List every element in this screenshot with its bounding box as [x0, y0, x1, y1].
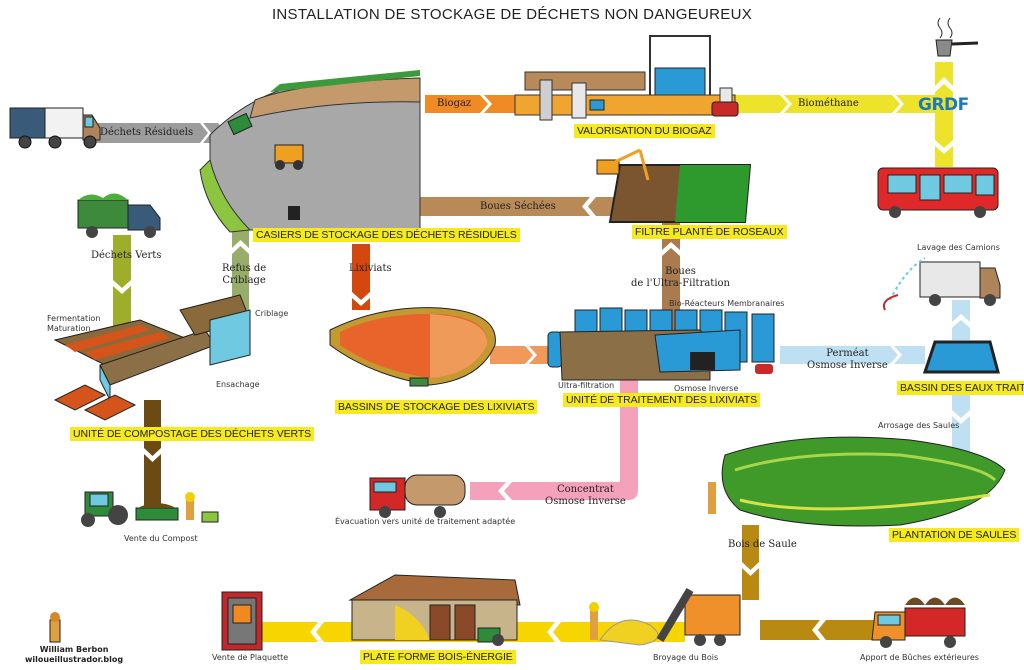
flow-boues-sechees: [420, 197, 620, 216]
note-vente-plaquette: Vente de Plaquette: [212, 653, 289, 662]
green-waste-truck-illustration: [77, 193, 161, 238]
flow-label-boues-sechees: Boues Séchées: [480, 201, 556, 212]
note-criblage: Criblage: [255, 309, 289, 318]
unit-label-casiers: CASIERS DE STOCKAGE DES DÉCHETS RÉSIDUEL…: [253, 228, 520, 242]
flow-lixiviats: [352, 244, 370, 310]
note-broyage-bois: Broyage du Bois: [653, 653, 719, 662]
flow-dechets-verts: [113, 235, 131, 335]
biogas-plant-illustration: [514, 35, 739, 121]
leachate-treatment-illustration: [547, 307, 775, 381]
note-fermentation: Fermentation Maturation: [47, 314, 101, 333]
flow-lixiviats-transfer: [490, 346, 552, 364]
flow-compost: [144, 400, 161, 510]
note-arrosage-saules: Arrosage des Saules: [878, 421, 960, 430]
bus-illustration: [877, 167, 999, 218]
wood-chipper-illustration: [589, 587, 741, 646]
note-vente-compost: Vente du Compost: [124, 534, 198, 543]
diagram-title: INSTALLATION DE STOCKAGE DE DÉCHETS NON …: [271, 6, 753, 23]
leachate-ponds-illustration: [329, 307, 496, 387]
flow-bois-saule: [742, 525, 880, 640]
note-bio-reacteurs: Bio-Réacteurs Membranaires: [669, 299, 785, 308]
author-site: wiloueillustrador.blog: [25, 655, 124, 664]
note-evacuation: Évacuation vers unité de traitement adap…: [335, 517, 516, 526]
flow-label-refus-criblage: Refus de Criblage: [222, 263, 267, 286]
truck-washing-illustration: [882, 257, 1001, 311]
unit-label-bassin-eaux: BASSIN DES EAUX TRAITÉES: [897, 381, 1024, 395]
flow-permeat: [780, 300, 970, 460]
tanker-truck-illustration: [369, 474, 466, 518]
unit-label-bassins-lixiviats: BASSINS DE STOCKAGE DES LIXIVIATS: [335, 400, 538, 414]
grdf-logo-text: GRDF: [918, 95, 969, 115]
note-ultra-filtration: Ultra-filtration: [558, 381, 615, 390]
flow-label-biogaz: Biogaz: [437, 98, 472, 109]
flow-label-concentrat: Concentrat Osmose Inverse: [545, 484, 626, 507]
flow-label-bois-saule: Bois de Saule: [728, 539, 797, 550]
grdf-logo: GRDF: [918, 95, 969, 115]
reed-filter-illustration: [596, 148, 752, 223]
flow-label-dechets-verts: Déchets Verts: [91, 250, 162, 261]
flow-label-permeat: Perméat Osmose Inverse: [807, 348, 888, 371]
flow-label-boues-uf: Boues de l'Ultra-Filtration: [631, 266, 730, 289]
compost-tractor-illustration: [81, 491, 219, 527]
willow-plantation-illustration: [708, 436, 1006, 527]
unit-label-plantation-saules: PLANTATION DE SAULES: [889, 528, 1020, 542]
garbage-truck-illustration: [9, 107, 101, 149]
flow-label-lixiviats: Lixiviats: [349, 263, 392, 274]
author-illustration: [49, 612, 61, 643]
wood-energy-shed-illustration: [348, 574, 521, 646]
author-credit: William Berbon wiloueillustrador.blog: [25, 645, 123, 665]
unit-label-compostage: UNITÉ DE COMPOSTAGE DES DÉCHETS VERTS: [70, 427, 315, 441]
log-truck-illustration: [871, 597, 966, 648]
composting-illustration: [53, 294, 251, 421]
cooking-pan-illustration: [935, 17, 979, 57]
landfill-illustration: [199, 70, 421, 233]
treated-water-basin-illustration: [922, 340, 1000, 374]
wood-stove-illustration: [221, 591, 263, 651]
unit-label-traitement-lixiviats: UNITÉ DE TRAITEMENT DES LIXIVIATS: [563, 393, 760, 407]
unit-label-filtre-roseaux: FILTRE PLANTÉ DE ROSEAUX: [632, 225, 787, 239]
author-name: William Berbon: [39, 645, 109, 654]
flow-label-dechets-residuels: Déchets Résiduels: [100, 127, 194, 138]
note-lavage-camions: Lavage des Camions: [917, 243, 1000, 252]
unit-label-valorisation-biogaz: VALORISATION DU BIOGAZ: [574, 124, 715, 138]
unit-label-bois-energie: PLATE FORME BOIS-ÉNERGIE: [360, 650, 516, 664]
note-osmose-inverse: Osmose Inverse: [674, 384, 739, 393]
flow-concentrat: [470, 380, 638, 500]
note-apport-buches: Apport de Bûches extérieures: [860, 653, 979, 662]
note-ensachage: Ensachage: [216, 380, 260, 389]
flow-biomethane: [735, 62, 953, 167]
flow-label-biomethane: Biométhane: [798, 98, 859, 109]
